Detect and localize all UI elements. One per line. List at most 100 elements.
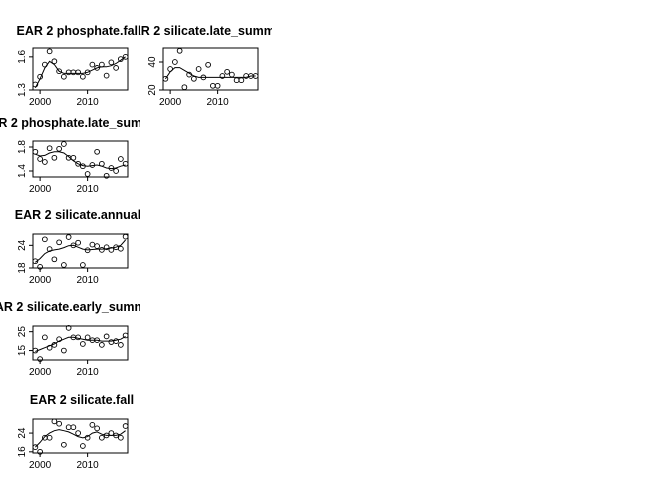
data-point: [233, 77, 240, 84]
data-point: [51, 58, 58, 65]
chart-title: EAR 2 silicate.fall: [30, 393, 134, 407]
data-point: [70, 154, 77, 161]
data-point: [108, 339, 115, 345]
data-point: [205, 61, 211, 68]
data-point: [122, 423, 129, 429]
data-point: [108, 430, 115, 436]
data-point: [89, 241, 96, 248]
data-point: [200, 74, 207, 81]
x-tick-label: 2010: [77, 460, 100, 471]
x-tick-label: 2010: [207, 97, 230, 108]
data-point: [56, 336, 62, 343]
x-tick-label: 2010: [77, 97, 100, 108]
data-point: [118, 342, 124, 348]
x-tick-label: 2000: [159, 97, 182, 108]
trend-line: [164, 67, 256, 80]
data-point: [70, 242, 77, 249]
y-tick-label: 24: [17, 239, 28, 251]
data-point: [37, 73, 43, 80]
data-point: [51, 256, 58, 263]
data-point: [61, 73, 67, 80]
y-tick-label: 25: [17, 326, 28, 338]
data-point: [42, 159, 48, 165]
data-point: [122, 332, 129, 339]
data-point: [84, 69, 91, 76]
data-point: [89, 422, 96, 428]
data-point: [94, 425, 100, 432]
plot-frame: [32, 47, 129, 91]
y-tick-label: 15: [17, 345, 28, 357]
data-point: [224, 68, 230, 75]
data-point: [70, 424, 77, 431]
data-point: [176, 47, 183, 54]
data-point: [103, 172, 110, 179]
plot-frame: [32, 325, 129, 361]
data-point: [181, 84, 188, 91]
data-point: [32, 347, 39, 354]
data-point: [108, 247, 115, 253]
x-tick-label: 2010: [77, 367, 100, 378]
data-point: [84, 171, 91, 177]
data-point: [42, 236, 48, 243]
data-point: [103, 333, 110, 340]
data-point: [103, 72, 110, 79]
x-tick-label: 2010: [77, 275, 100, 286]
data-point: [37, 448, 43, 455]
data-point: [162, 75, 169, 82]
data-point: [99, 342, 105, 348]
data-point: [32, 444, 39, 450]
data-point: [238, 77, 245, 84]
data-point: [65, 234, 72, 240]
data-point: [167, 66, 173, 72]
data-point: [172, 59, 178, 65]
data-point: [89, 162, 96, 168]
data-point: [46, 145, 53, 152]
x-tick-label: 2010: [77, 184, 100, 195]
data-point: [37, 356, 43, 362]
data-point: [80, 73, 86, 80]
data-point: [75, 69, 81, 76]
data-point: [113, 338, 119, 344]
data-point: [252, 73, 259, 79]
data-point: [61, 141, 67, 147]
data-point: [122, 233, 129, 240]
data-point: [191, 75, 197, 82]
data-point: [51, 154, 58, 161]
data-point: [94, 65, 100, 71]
data-point: [51, 342, 58, 348]
data-point: [122, 160, 129, 167]
data-point: [32, 258, 39, 265]
data-point: [195, 66, 202, 72]
data-point: [75, 334, 81, 341]
data-point: [113, 432, 119, 439]
data-point: [46, 344, 53, 351]
y-tick-label: 1.4: [17, 164, 28, 178]
data-point: [113, 168, 119, 174]
data-point: [37, 264, 43, 270]
data-point: [65, 325, 72, 331]
data-point: [186, 71, 192, 78]
data-point: [214, 82, 221, 89]
data-point: [75, 160, 81, 167]
data-point: [80, 163, 86, 170]
data-point: [84, 247, 91, 254]
data-point: [46, 48, 53, 55]
data-point: [118, 56, 124, 62]
x-tick-label: 2000: [29, 184, 52, 195]
x-tick-label: 2000: [29, 275, 52, 286]
data-point: [89, 61, 96, 68]
data-point: [84, 434, 91, 441]
data-point: [108, 59, 115, 66]
data-point: [46, 434, 53, 441]
data-point: [210, 82, 216, 89]
data-point: [32, 81, 39, 88]
data-point: [65, 69, 72, 76]
y-tick-label: 1.6: [17, 49, 28, 63]
chart-title: EAR 2 phosphate.fall: [16, 24, 141, 38]
